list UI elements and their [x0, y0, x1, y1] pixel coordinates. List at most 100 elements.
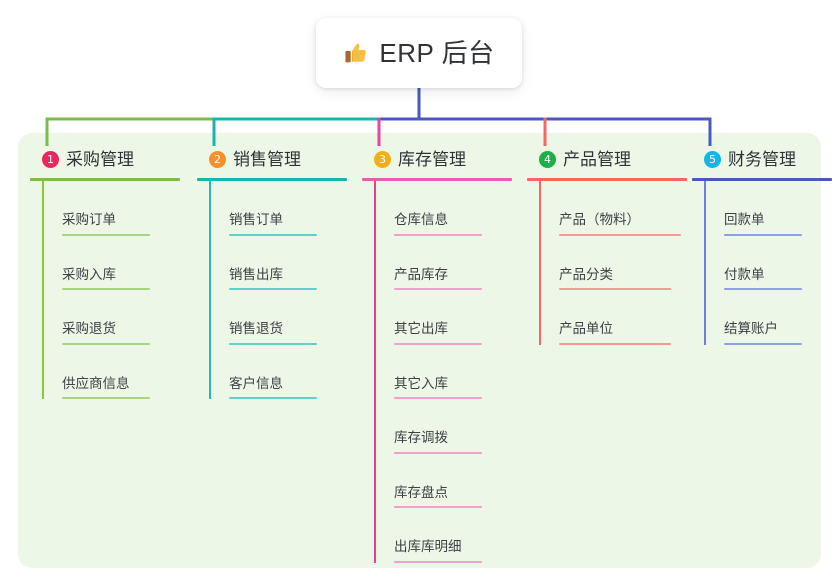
- leaf-item-rule: [394, 342, 482, 345]
- leaf-item-label: 回款单: [724, 212, 765, 228]
- column-spine: [374, 181, 376, 563]
- column-header-rule: [692, 178, 832, 181]
- leaf-item-label: 客户信息: [229, 375, 283, 391]
- leaf-item[interactable]: 产品分类: [539, 236, 697, 290]
- leaf-item[interactable]: 其它入库: [374, 345, 522, 399]
- column-header-rule: [527, 178, 687, 181]
- leaf-item-rule: [559, 342, 671, 345]
- leaf-item-rule: [394, 560, 482, 563]
- column-index-badge: 5: [704, 150, 721, 168]
- leaf-item-rule: [394, 397, 482, 399]
- leaf-item-label: 出库库明细: [394, 539, 462, 555]
- column-spine: [42, 181, 44, 399]
- column-index-badge: 1: [42, 150, 59, 168]
- leaf-item[interactable]: 采购入库: [42, 236, 190, 290]
- leaf-item[interactable]: 客户信息: [209, 345, 357, 399]
- leaf-item[interactable]: 产品（物料）: [539, 181, 697, 236]
- leaf-item[interactable]: 回款单: [704, 181, 839, 236]
- leaf-item-label: 产品库存: [394, 266, 448, 282]
- leaf-item-rule: [559, 288, 671, 290]
- root-label: ERP 后台: [379, 38, 495, 68]
- leaf-item[interactable]: 仓库信息: [374, 181, 522, 236]
- leaf-item-rule: [229, 288, 317, 290]
- leaf-item[interactable]: 出库库明细: [374, 508, 522, 563]
- column-采购管理: 1 采购管理采购订单采购入库采购退货供应商信息: [30, 146, 190, 399]
- leaf-item-label: 采购退货: [62, 321, 116, 337]
- leaf-item[interactable]: 库存盘点: [374, 454, 522, 508]
- column-header-rule: [30, 178, 180, 181]
- column-items: 采购订单采购入库采购退货供应商信息: [30, 181, 190, 399]
- column-spine: [209, 181, 211, 399]
- leaf-item-rule: [62, 342, 150, 345]
- leaf-item-rule: [62, 397, 150, 399]
- leaf-item[interactable]: 付款单: [704, 236, 839, 290]
- column-header-rule: [362, 178, 512, 181]
- column-spine: [539, 181, 541, 345]
- leaf-item[interactable]: 供应商信息: [42, 345, 190, 399]
- leaf-item-rule: [724, 288, 802, 290]
- column-index-badge: 3: [374, 150, 391, 168]
- diagram-panel: [18, 133, 821, 568]
- column-title: 库存管理: [398, 149, 466, 169]
- column-items: 仓库信息产品库存其它出库其它入库库存调拨库存盘点出库库明细: [362, 181, 522, 563]
- leaf-item-rule: [62, 233, 150, 236]
- leaf-item-label: 销售订单: [229, 212, 283, 228]
- leaf-item-label: 采购订单: [62, 212, 116, 228]
- leaf-item-rule: [724, 233, 802, 236]
- leaf-item-label: 产品分类: [559, 266, 613, 282]
- leaf-item-label: 付款单: [724, 266, 765, 282]
- column-header[interactable]: 5 财务管理: [692, 146, 839, 172]
- column-title: 采购管理: [66, 149, 134, 169]
- leaf-item-rule: [229, 233, 317, 236]
- root-node[interactable]: ERP 后台: [316, 18, 522, 88]
- column-销售管理: 2 销售管理销售订单销售出库销售退货客户信息: [197, 146, 357, 399]
- leaf-item-label: 采购入库: [62, 266, 116, 282]
- leaf-item-label: 其它入库: [394, 375, 448, 391]
- column-财务管理: 5 财务管理回款单付款单结算账户: [692, 146, 839, 345]
- leaf-item-rule: [559, 233, 681, 236]
- leaf-item-rule: [394, 233, 482, 236]
- leaf-item-label: 结算账户: [724, 321, 778, 337]
- column-index-badge: 4: [539, 150, 556, 168]
- leaf-item[interactable]: 采购退货: [42, 290, 190, 345]
- leaf-item[interactable]: 产品单位: [539, 290, 697, 345]
- column-items: 销售订单销售出库销售退货客户信息: [197, 181, 357, 399]
- leaf-item[interactable]: 结算账户: [704, 290, 839, 345]
- leaf-item-label: 销售退货: [229, 321, 283, 337]
- leaf-item-label: 销售出库: [229, 266, 283, 282]
- leaf-item-rule: [229, 342, 317, 345]
- leaf-item-label: 产品单位: [559, 321, 613, 337]
- leaf-item[interactable]: 其它出库: [374, 290, 522, 345]
- column-header[interactable]: 1 采购管理: [30, 146, 190, 172]
- leaf-item-rule: [229, 397, 317, 399]
- leaf-item-label: 库存盘点: [394, 484, 448, 500]
- leaf-item[interactable]: 销售出库: [209, 236, 357, 290]
- leaf-item-rule: [394, 506, 482, 508]
- leaf-item[interactable]: 库存调拨: [374, 399, 522, 454]
- column-title: 销售管理: [233, 149, 301, 169]
- leaf-item-rule: [62, 288, 150, 290]
- column-header-rule: [197, 178, 347, 181]
- leaf-item[interactable]: 销售退货: [209, 290, 357, 345]
- thumbs-up-icon: [345, 43, 367, 63]
- column-index-badge: 2: [209, 150, 226, 168]
- leaf-item[interactable]: 产品库存: [374, 236, 522, 290]
- leaf-item-label: 库存调拨: [394, 430, 448, 446]
- column-库存管理: 3 库存管理仓库信息产品库存其它出库其它入库库存调拨库存盘点出库库明细: [362, 146, 522, 563]
- leaf-item[interactable]: 销售订单: [209, 181, 357, 236]
- leaf-item-label: 仓库信息: [394, 212, 448, 228]
- column-header[interactable]: 3 库存管理: [362, 146, 522, 172]
- column-items: 回款单付款单结算账户: [692, 181, 839, 345]
- column-items: 产品（物料） 产品分类产品单位: [527, 181, 697, 345]
- column-title: 财务管理: [728, 149, 796, 169]
- column-spine: [704, 181, 706, 345]
- leaf-item-label: 其它出库: [394, 321, 448, 337]
- leaf-item-rule: [394, 288, 482, 290]
- column-header[interactable]: 2 销售管理: [197, 146, 357, 172]
- leaf-item-label: 供应商信息: [62, 375, 130, 391]
- leaf-item-label: 产品（物料）: [559, 212, 640, 228]
- leaf-item[interactable]: 采购订单: [42, 181, 190, 236]
